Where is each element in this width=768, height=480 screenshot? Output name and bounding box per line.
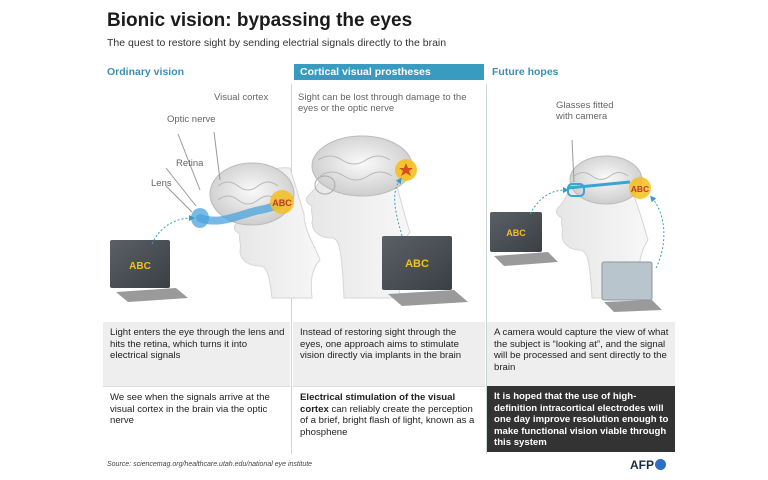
afp-logo-text: AFP <box>630 458 654 472</box>
infographic-subtitle: The quest to restore sight by sending el… <box>107 37 447 49</box>
monitor-ordinary: ABC <box>110 240 188 302</box>
screen-text: ABC <box>506 228 526 238</box>
source-note: Source: sciencemag.org/healthcare.utah.e… <box>107 461 313 468</box>
head-illustration-cortical <box>305 135 417 299</box>
column-heading-cortical-prostheses: Cortical visual prostheses <box>294 64 484 80</box>
screen-text: ABC <box>129 261 151 272</box>
column-divider <box>486 84 487 454</box>
brain-signal-text: ABC <box>272 198 292 208</box>
label-glasses-camera: Glasses fitted with camera <box>556 100 614 122</box>
head-illustration-ordinary: ABC <box>165 131 321 299</box>
panel-ordinary-1: Light enters the eye through the lens an… <box>103 322 290 386</box>
illustrations: ABC ABC ABC ABC ABC <box>110 131 665 312</box>
monitor-future: ABC <box>490 212 558 266</box>
label-optic-nerve: Optic nerve <box>167 114 216 125</box>
monitor-future-processed <box>601 261 662 312</box>
panel-future-2: It is hoped that the use of high-definit… <box>487 386 675 452</box>
panel-cortical-2: Electrical stimulation of the visual cor… <box>293 386 485 452</box>
label-visual-cortex: Visual cortex <box>214 92 269 103</box>
screen-text: ABC <box>405 258 429 270</box>
monitor-cortical: ABC <box>382 236 468 306</box>
panel-cortical-1: Instead of restoring sight through the e… <box>293 322 485 386</box>
column-heading-future-hopes: Future hopes <box>492 66 559 78</box>
label-retina: Retina <box>176 158 204 169</box>
column-heading-ordinary-vision: Ordinary vision <box>107 66 185 78</box>
panel-future-1: A camera would capture the view of what … <box>487 322 675 386</box>
panel-ordinary-2: We see when the signals arrive at the vi… <box>103 386 290 452</box>
panel-cortical-2-bold: Electrical stimulation of the visual cor… <box>300 392 456 415</box>
label-damage-note: Sight can be lost through damage to the … <box>298 92 467 114</box>
infographic-title: Bionic vision: bypassing the eyes <box>107 10 413 31</box>
afp-logo: AFP <box>630 458 666 472</box>
brain-signal-text: ABC <box>631 184 649 194</box>
label-lens: Lens <box>151 178 172 189</box>
panel-cortical-2-rest: can reliably create the perception of a … <box>300 403 475 438</box>
afp-logo-dot <box>655 459 666 470</box>
